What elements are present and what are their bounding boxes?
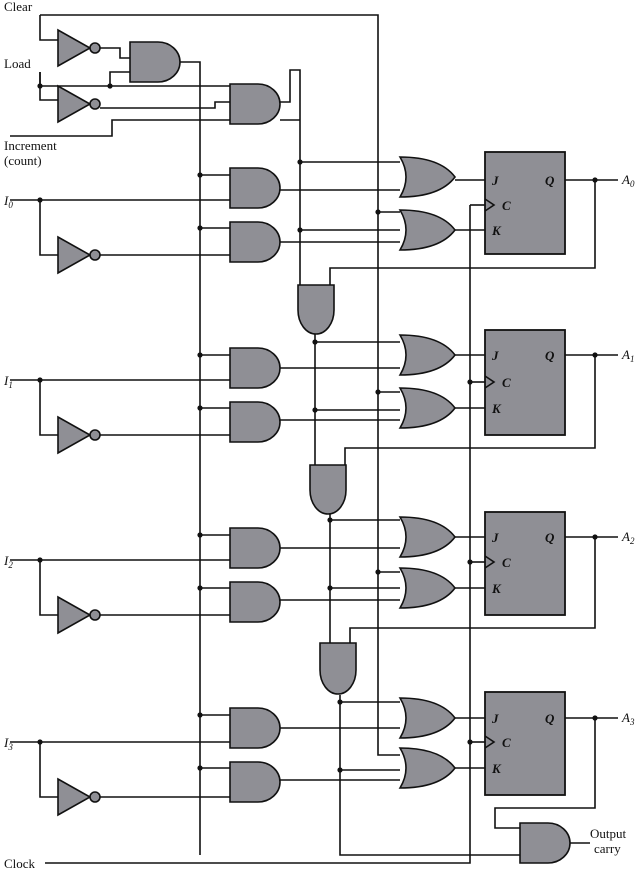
pin-q: Q (545, 173, 555, 188)
output-labels: A0 A1 A2 A3 Output carry (590, 172, 635, 856)
pin-j: J (491, 530, 499, 545)
increment-label: Increment (4, 138, 57, 153)
or-gate-j3 (398, 697, 457, 739)
pin-k: K (491, 223, 502, 238)
and-gate-i1-j (229, 347, 281, 389)
clear-label: Clear (4, 0, 33, 14)
and-gate-i0-j (229, 167, 281, 209)
pin-c: C (502, 735, 511, 750)
and-gates (129, 41, 571, 864)
wires (10, 14, 618, 864)
or-gate-j1 (398, 334, 457, 376)
i0-label: I0 (3, 193, 13, 210)
pin-q: Q (545, 348, 555, 363)
and-gate-i3-j (229, 707, 281, 749)
pin-c: C (502, 555, 511, 570)
i1-label: I1 (3, 373, 13, 390)
or-gate-k3 (398, 747, 457, 789)
flip-flop-a3: J C K Q (484, 691, 566, 796)
or-gate-j0 (398, 156, 457, 198)
pin-q: Q (545, 711, 555, 726)
and-gate-load-enable (229, 83, 281, 125)
inverter-i1 (57, 415, 101, 455)
inverter-gates (57, 28, 101, 817)
load-label: Load (4, 56, 31, 71)
input-labels: Clear Load Increment (count) I0 I1 I2 I3… (3, 0, 57, 871)
flip-flop-a2: J C K Q (484, 511, 566, 616)
i3-label: I3 (3, 735, 13, 752)
and-gate-i0-k (229, 221, 281, 263)
inverter-clear (57, 28, 101, 68)
a2-label: A2 (621, 529, 635, 546)
inverter-i3 (57, 777, 101, 817)
or-gate-k0 (398, 209, 457, 251)
pin-j: J (491, 173, 499, 188)
and-gate-carry-2 (309, 464, 347, 515)
and-gate-i3-k (229, 761, 281, 803)
or-gates (398, 156, 457, 789)
and-gate-clear-load (129, 41, 181, 83)
flip-flop-a1: J C K Q (484, 329, 566, 436)
and-gate-i1-k (229, 401, 281, 443)
or-gate-j2 (398, 516, 457, 558)
a3-label: A3 (621, 710, 635, 727)
pin-q: Q (545, 530, 555, 545)
pin-j: J (491, 348, 499, 363)
increment-count-label: (count) (4, 153, 42, 168)
and-gate-carry-1 (297, 284, 335, 335)
and-gate-output-carry (519, 822, 571, 864)
pin-c: C (502, 375, 511, 390)
pin-j: J (491, 711, 499, 726)
output-carry-label: Output (590, 826, 627, 841)
output-carry-label-2: carry (594, 841, 621, 856)
i2-label: I2 (3, 553, 13, 570)
or-gate-k1 (398, 387, 457, 429)
or-gate-k2 (398, 567, 457, 609)
junction-dots (37, 83, 598, 773)
inverter-i2 (57, 595, 101, 635)
a0-label: A0 (621, 172, 635, 189)
and-gate-i2-j (229, 527, 281, 569)
inverter-load (57, 84, 101, 124)
and-gate-carry-3 (319, 642, 357, 695)
clock-label: Clock (4, 856, 36, 871)
and-gate-i2-k (229, 581, 281, 623)
a1-label: A1 (621, 347, 634, 364)
pin-k: K (491, 581, 502, 596)
pin-c: C (502, 198, 511, 213)
pin-k: K (491, 761, 502, 776)
pin-k: K (491, 401, 502, 416)
flip-flop-a0: J C K Q (484, 151, 566, 255)
inverter-i0 (57, 235, 101, 275)
